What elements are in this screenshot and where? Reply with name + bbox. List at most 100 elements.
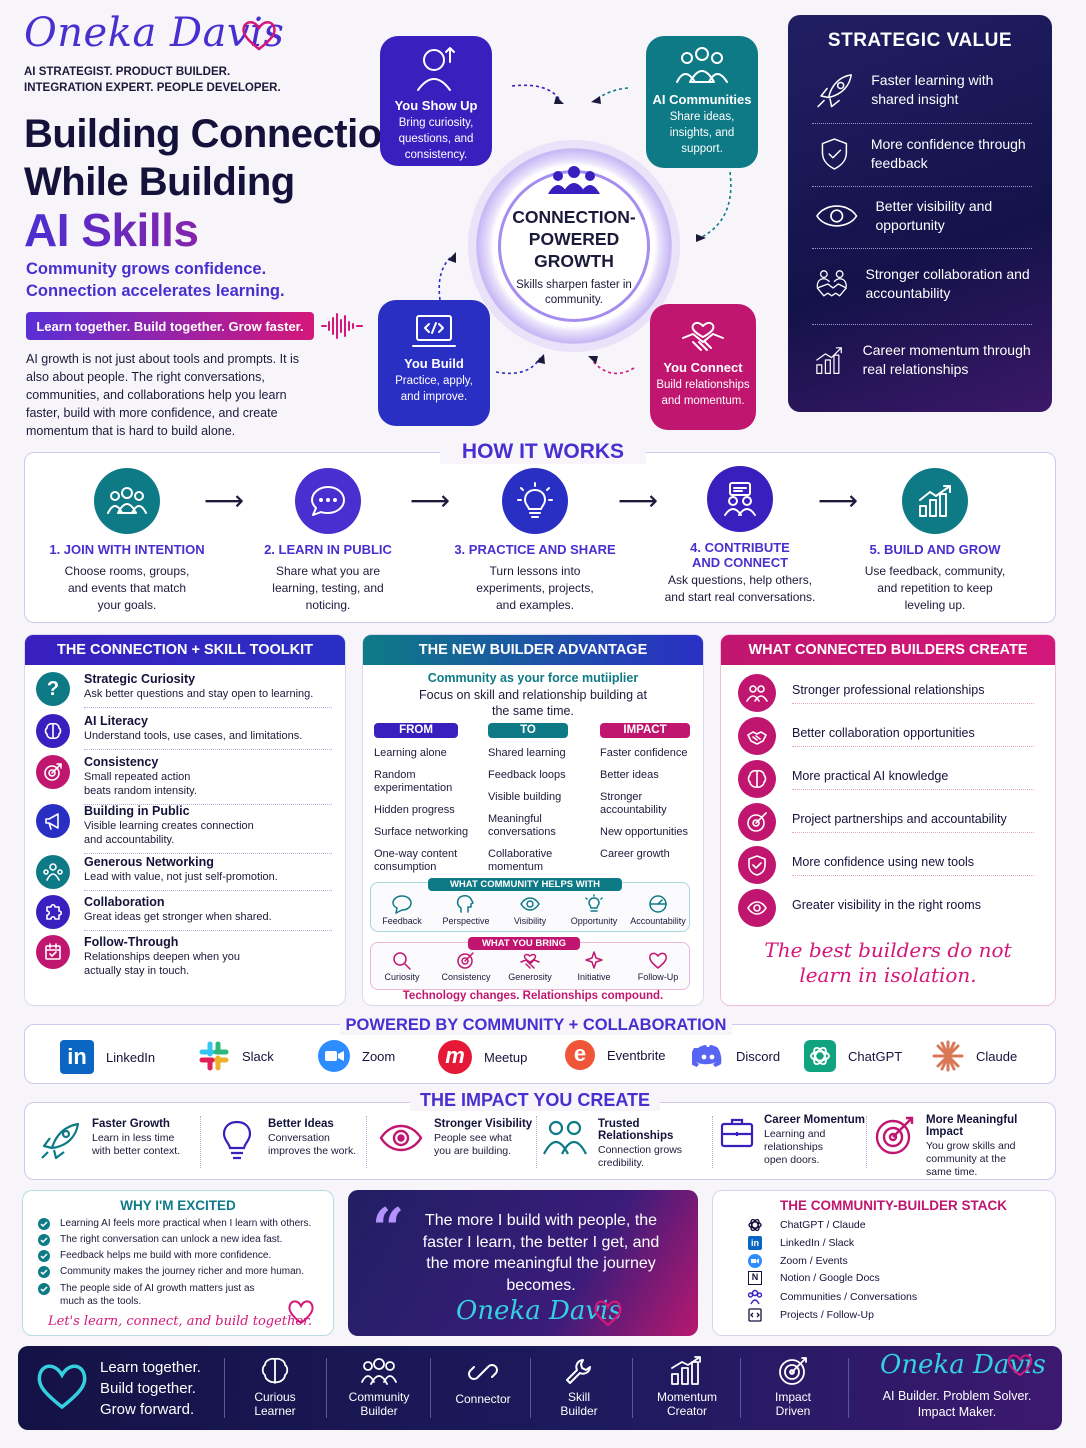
question-icon: ? <box>46 677 60 700</box>
strategic-item: Career momentum through real relationshi… <box>812 336 1032 384</box>
linkedin-icon: in <box>60 1040 94 1074</box>
creates-item: More practical AI knowledge <box>738 760 1034 798</box>
handshake-icon <box>520 953 540 969</box>
divider <box>812 324 1032 325</box>
eye-icon <box>816 205 858 227</box>
chatgpt-icon <box>748 1218 762 1232</box>
arrow-icon: ⟶ <box>204 485 245 516</box>
strategic-item: More confidence through feedback <box>812 130 1032 178</box>
impact-title: THE IMPACT YOU CREATE <box>410 1090 660 1111</box>
hub-core <box>498 170 650 322</box>
linkedin-icon: in <box>748 1236 762 1250</box>
chat-bubble-icon <box>311 486 345 516</box>
divider <box>812 186 1032 187</box>
bubble-title: You Show Up <box>394 98 478 113</box>
arrow-icon: ⟶ <box>410 485 451 516</box>
shield-check-icon <box>821 138 848 170</box>
creates-item: More confidence using new tools <box>738 846 1034 884</box>
footer-banner <box>18 1346 1062 1430</box>
bubble-title: You Build <box>404 356 464 371</box>
advantage-footer: Technology changes. Relationships compou… <box>402 990 664 1002</box>
person-waving-icon <box>417 47 455 91</box>
to-header: TO <box>488 723 568 738</box>
handshake-heart-icon <box>682 322 724 351</box>
arrow-icon: ⟶ <box>618 485 659 516</box>
bubble-title: You Connect <box>663 360 743 375</box>
lightbulb-icon <box>585 894 603 912</box>
target-icon <box>875 1116 914 1155</box>
stack-item: Zoom / Events <box>746 1254 848 1268</box>
networking-icon <box>43 863 63 881</box>
compass-icon <box>649 895 667 913</box>
cycle-arrows <box>438 84 732 375</box>
hub-title: CONNECTION-POWERED GROWTH <box>512 207 636 271</box>
builders-create-panel: WHAT CONNECTED BUILDERS CREATE <box>720 634 1056 1006</box>
powered-by-title: POWERED BY COMMUNITY + COLLABORATION <box>340 1016 732 1035</box>
feedback-icon <box>392 895 412 914</box>
from-header: FROM <box>374 723 458 738</box>
bubble-text: Build relationships and momentum. <box>656 379 750 407</box>
growth-chart-icon <box>816 347 842 375</box>
why-item: The right conversation can unlock a new … <box>38 1233 324 1246</box>
divider <box>366 1116 367 1168</box>
link-icon <box>468 1364 498 1380</box>
briefcase-icon <box>720 1118 754 1148</box>
perspective-head-icon <box>456 895 474 913</box>
stack-item: ChatGPT / Claude <box>746 1218 866 1232</box>
divider <box>224 1358 225 1418</box>
divider <box>740 1358 741 1418</box>
puzzle-icon <box>46 903 63 920</box>
meetup-icon: m <box>438 1040 472 1074</box>
community-icon <box>676 47 728 83</box>
megaphone-icon <box>45 813 59 830</box>
what-you-bring-chips: Curiosity Consistency Generosity Initiat… <box>370 950 690 982</box>
divider <box>712 1116 713 1168</box>
motto-pill: Learn together. Build together. Grow fas… <box>26 312 314 340</box>
divider <box>632 1358 633 1418</box>
heart-icon <box>649 952 667 969</box>
team-icon <box>543 1120 587 1155</box>
heart-icon <box>242 21 276 51</box>
creates-item: Better collaboration opportunities <box>738 717 1034 755</box>
claude-icon <box>932 1040 964 1072</box>
zoom-icon <box>318 1040 350 1072</box>
target-icon <box>779 1357 807 1385</box>
quote-mark-icon: “ <box>372 1196 405 1262</box>
check-icon <box>38 1250 50 1262</box>
strategic-item: Stronger collaboration and accountabilit… <box>812 260 1032 308</box>
hub-subtitle: Skills sharpen faster in community. <box>516 279 632 306</box>
people-group-icon <box>548 166 600 194</box>
discord-icon <box>692 1045 722 1067</box>
logo-discord: Discord <box>692 1040 780 1072</box>
how-it-works-title: HOW IT WORKS <box>440 440 646 464</box>
check-icon <box>38 1266 50 1278</box>
heart-icon <box>37 1364 87 1410</box>
page-title: Building Connections While Building AI S… <box>24 112 428 256</box>
code-box-icon <box>748 1308 762 1322</box>
divider <box>848 1358 849 1418</box>
logo-slack: Slack <box>198 1040 274 1072</box>
people-icon <box>746 685 768 702</box>
stack-item: Communities / Conversations <box>746 1289 917 1305</box>
footer-brand-subtitle: AI Builder. Problem Solver.Impact Maker. <box>882 1389 1032 1419</box>
community-icon <box>747 1289 763 1305</box>
divider <box>812 123 1032 124</box>
